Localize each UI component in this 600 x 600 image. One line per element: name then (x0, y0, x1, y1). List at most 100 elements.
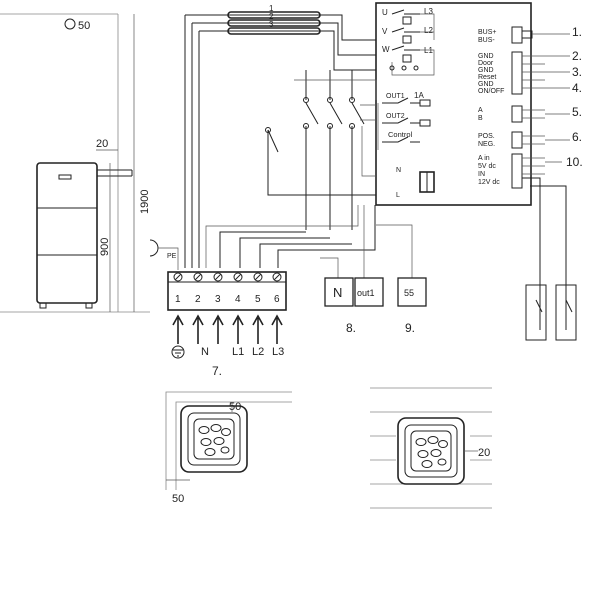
cable-sheath (227, 27, 321, 35)
terminal-neg: NEG. (478, 141, 495, 148)
terminal-5v: 5V dc (478, 163, 496, 170)
cable-wire (185, 14, 376, 41)
callout-8: 8. (346, 321, 356, 335)
out1-switch (382, 97, 420, 104)
out1-box-label: out1 (357, 288, 375, 298)
relay-contacts (391, 9, 420, 51)
fuse-icon (419, 99, 431, 107)
sensor-icon (64, 18, 76, 30)
cable-sheath (227, 19, 321, 27)
terminal-screw-slot (234, 273, 242, 281)
n-box-label: N (333, 285, 342, 300)
relay-l2-label: L2 (424, 26, 433, 35)
dim-width-20: 20 (96, 138, 108, 150)
relay-l3-label: L3 (424, 7, 433, 16)
supply-arrows (172, 314, 283, 344)
terminal-gnd-2: GND (478, 67, 494, 74)
relay-box: U V W L3 L2 L1 OUT1 1A OUT2 Control N L (375, 2, 583, 341)
phase-u-label: U (382, 8, 388, 17)
callout-leaders (532, 33, 570, 163)
corner-dim-top: 50 (229, 401, 241, 413)
switch-sensor-1 (525, 284, 547, 341)
relay-coil-icon (402, 54, 412, 63)
heater-body (36, 162, 98, 304)
heater-badge-icon (58, 174, 72, 180)
out1-label: OUT1 (386, 93, 405, 100)
wire-t6 (277, 205, 376, 268)
wire-t2 (205, 205, 359, 268)
callout-4: 4. (572, 81, 582, 95)
terminal-screw-slot (174, 273, 182, 281)
cable-number-1: 1 (269, 4, 274, 13)
dim-height-900: 900 (99, 238, 111, 256)
terminal-block-control (511, 51, 523, 95)
sensor-core (410, 430, 452, 472)
pe-wire (158, 247, 179, 270)
callout-1: 1. (572, 25, 582, 39)
contactor-dot (303, 123, 309, 129)
corner-dim-side: 50 (172, 493, 184, 505)
terminal-block-body (167, 271, 287, 311)
cable-down-wires (184, 15, 200, 268)
terminal-block: PE 1 2 3 4 5 6 N L1 L2 L3 7. (149, 239, 287, 378)
contactor-lines (305, 70, 353, 100)
sensor-inner (404, 424, 458, 478)
corner-wall (165, 391, 292, 490)
terminal-a: A (478, 107, 483, 114)
supply-arrow-icon (232, 314, 244, 344)
ab-leads (522, 109, 545, 119)
fuse-label: 1A (414, 91, 424, 100)
dim-height-1900: 1900 (139, 190, 151, 214)
ground-symbol (173, 349, 183, 357)
transformer-feed (361, 126, 376, 177)
terminal-screw-icon (233, 272, 243, 282)
cable-wire (199, 30, 376, 71)
supply-n: N (201, 346, 209, 358)
heater-front-view: 50 20 1900 900 (0, 13, 151, 313)
sensor-housing (180, 405, 248, 473)
out1-box (354, 277, 384, 307)
control-switch (382, 136, 420, 143)
terminal-dot (389, 65, 395, 71)
transformer-l-label: L (396, 192, 400, 199)
cable-number-2: 2 (269, 12, 274, 21)
callout-6: 6. (572, 130, 582, 144)
terminal-screw-icon (253, 272, 263, 282)
contactor-dot (349, 97, 355, 103)
supply-l1: L1 (232, 346, 244, 358)
relay-coil-icon (402, 16, 412, 25)
terminal-screw (521, 30, 533, 39)
terminal-pos: POS. (478, 133, 495, 140)
supply-l2: L2 (252, 346, 264, 358)
contactor-switches (305, 102, 365, 125)
wall-dim-20: 20 (478, 447, 490, 459)
transformer-n-label: N (396, 167, 401, 174)
right-terminals: BUS+ BUS- GND Door GND Reset GND ON/OFF … (478, 25, 583, 341)
terminal-gnd-3: GND (478, 81, 494, 88)
contactor-out-wires (305, 126, 353, 230)
supply-arrow-icon (252, 314, 264, 344)
sensor-housing (397, 417, 465, 485)
terminal-screw-icon (173, 272, 183, 282)
cable-bundle: 1 2 3 (184, 4, 376, 268)
terminal-on-off: ON/OFF (478, 88, 504, 95)
sensor-stones (198, 424, 231, 456)
terminal-number-1: 1 (175, 294, 181, 305)
sensor-stones (415, 436, 448, 468)
sensor-box-label: 55 (404, 288, 414, 298)
terminal-number-5: 5 (255, 294, 261, 305)
cable-number-3: 3 (269, 20, 274, 29)
switch-contact (535, 299, 573, 313)
contactor-dot (265, 127, 271, 133)
aux-switch (267, 129, 376, 196)
terminal-screw-slot (254, 273, 262, 281)
callout-9: 9. (405, 321, 415, 335)
terminal-screw-icon (272, 272, 282, 282)
supply-arrow-icon (172, 314, 184, 344)
contactor (265, 70, 377, 230)
terminal-in: IN (478, 171, 485, 178)
terminal-bus-minus: BUS- (478, 37, 495, 44)
corner-sensor-detail: 50 50 (165, 391, 292, 505)
